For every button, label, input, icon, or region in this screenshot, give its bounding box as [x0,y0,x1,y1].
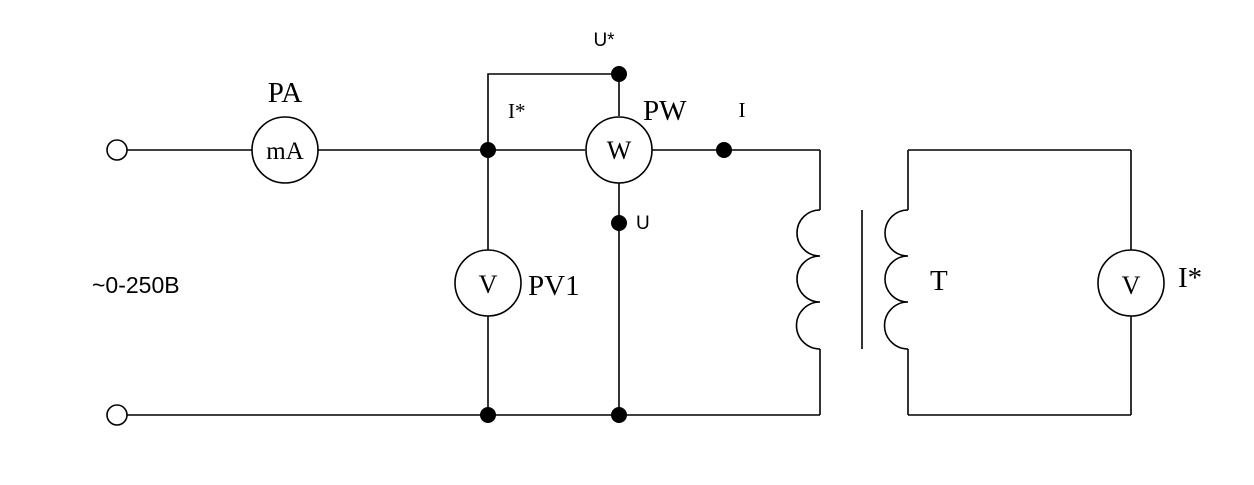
terminal-label-ustar: U* [593,30,615,51]
wattmeter-symbol: W [607,136,632,165]
transformer-secondary-coil [883,209,909,350]
input-terminal-top [106,139,128,161]
ammeter-pa [251,116,319,184]
voltmeter-pv1-symbol: V [479,270,498,299]
voltmeter-secondary [1097,249,1165,317]
terminal-label-u: U [636,213,650,234]
voltmeter-pv1-designation: PV1 [528,270,580,302]
voltmeter-secondary-symbol: V [1122,271,1141,300]
source-voltage-label: ~0-250В [92,272,180,298]
node-bottom-pv1 [480,407,496,423]
node-ustar [611,66,627,82]
transformer-primary-coil [795,209,821,350]
ammeter-symbol: mA [266,138,304,165]
wattmeter-pw [585,116,653,184]
voltmeter-pv1 [454,249,522,317]
input-terminal-bottom [106,404,128,426]
ammeter-designation: PA [268,77,302,109]
terminal-label-istar: I* [508,99,526,123]
transformer-designation: T [930,265,948,297]
node-i [716,142,732,158]
node-u [611,215,627,231]
wattmeter-designation: PW [643,95,687,127]
wire-voltage-loop [487,73,619,150]
voltmeter-secondary-designation: I* [1178,262,1202,294]
terminal-label-i: I [739,98,746,122]
node-istar [480,142,496,158]
node-bottom-wattmeter [611,407,627,423]
